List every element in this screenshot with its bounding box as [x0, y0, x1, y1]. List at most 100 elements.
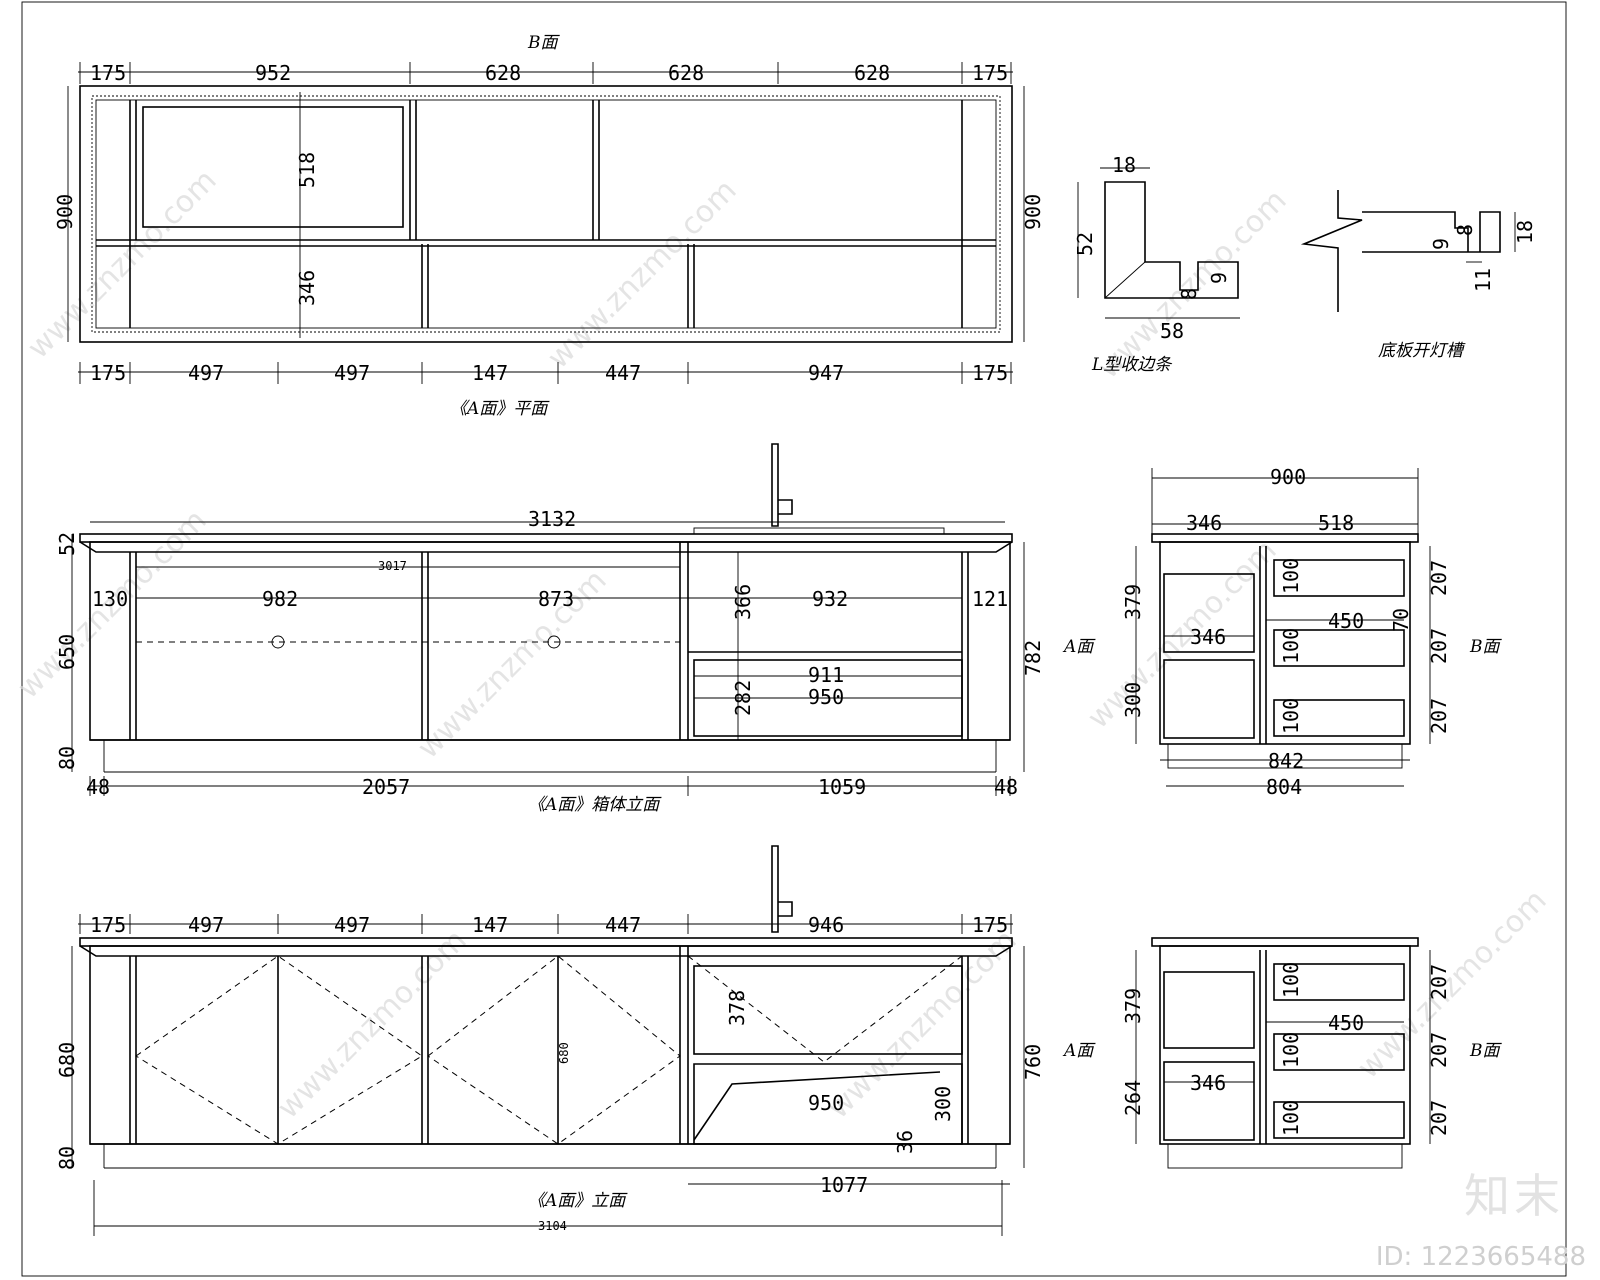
- front-elevation: 175 497 497 147 447 946 175 378 950 300 …: [55, 845, 1096, 1236]
- side1-518: 518: [1318, 511, 1354, 535]
- side2-207-b: 207: [1427, 1032, 1451, 1068]
- dim-346: 346: [295, 270, 319, 306]
- side2-drawer-3: 100: [1279, 1100, 1303, 1136]
- light-slot-caption: 底板开灯槽: [1378, 341, 1466, 361]
- side1-207-a: 207: [1427, 560, 1451, 596]
- dim-bot-5: 447: [605, 361, 641, 385]
- l-dim-8: 8: [1177, 288, 1201, 300]
- l-dim-58: 58: [1160, 319, 1184, 343]
- watermark-text: www.znzmo.com: [411, 563, 614, 766]
- dim-bot-7: 175: [972, 361, 1008, 385]
- front-760: 760: [1021, 1044, 1045, 1080]
- watermark-text: www.znzmo.com: [271, 923, 474, 1126]
- dim-518: 518: [295, 152, 319, 188]
- image-id-watermark: ID: 1223665488: [1375, 1242, 1586, 1272]
- slot-dim-9: 9: [1429, 238, 1453, 250]
- side1-drawer-1: 100: [1279, 558, 1303, 594]
- front-300: 300: [931, 1086, 955, 1122]
- dim-top-3: 628: [485, 61, 521, 85]
- dim-bot-1: 175: [90, 361, 126, 385]
- dim-bot-4: 147: [472, 361, 508, 385]
- plan-caption: 《A面》平面: [450, 399, 550, 419]
- dim-982: 982: [262, 587, 298, 611]
- l-dim-9: 9: [1207, 272, 1231, 284]
- watermark-text: www.znzmo.com: [21, 163, 224, 366]
- side2-264: 264: [1121, 1080, 1145, 1116]
- side2-450: 450: [1328, 1011, 1364, 1035]
- front-1077: 1077: [820, 1173, 868, 1197]
- side2-207-a: 207: [1427, 964, 1451, 1000]
- watermark-text: www.znzmo.com: [541, 173, 744, 376]
- side1-300: 300: [1121, 682, 1145, 718]
- l-strip-caption: L型收边条: [1091, 355, 1173, 375]
- front-top-5: 447: [605, 913, 641, 937]
- watermark-layer: www.znzmo.com www.znzmo.com www.znzmo.co…: [11, 163, 1554, 1126]
- dim-366: 366: [731, 584, 755, 620]
- slot-dim-11: 11: [1471, 268, 1495, 292]
- dim-932: 932: [812, 587, 848, 611]
- front-80: 80: [55, 1146, 79, 1170]
- a-face-label-2: A面: [1062, 1041, 1096, 1061]
- dim-1059: 1059: [818, 775, 866, 799]
- side2-drawer-2: 100: [1279, 1032, 1303, 1068]
- b-face-label-1: B面: [1469, 637, 1502, 657]
- watermark-text: www.znzmo.com: [1081, 533, 1284, 736]
- dim-52: 52: [55, 532, 79, 556]
- dim-900-right: 900: [1021, 194, 1045, 230]
- dim-873: 873: [538, 587, 574, 611]
- dim-80: 80: [55, 746, 79, 770]
- slot-dim-8: 8: [1453, 224, 1477, 236]
- light-slot-detail: 18 8 9 11 底板开灯槽: [1300, 190, 1537, 361]
- b-face-label-2: B面: [1469, 1041, 1502, 1061]
- front-3104: 3104: [538, 1219, 567, 1233]
- side1-drawer-3: 100: [1279, 698, 1303, 734]
- dim-bot-2: 497: [188, 361, 224, 385]
- side1-900: 900: [1270, 465, 1306, 489]
- side1-207-c: 207: [1427, 698, 1451, 734]
- side-section-1: 900 346 518 100 100 100 450 346 70 379 3…: [1121, 465, 1502, 799]
- side1-379: 379: [1121, 584, 1145, 620]
- dim-48-right: 48: [994, 775, 1018, 799]
- front-top-6: 946: [808, 913, 844, 937]
- l-dim-52: 52: [1073, 232, 1097, 256]
- front-door-680: 680: [557, 1042, 571, 1064]
- side1-346b: 346: [1190, 625, 1226, 649]
- front-950: 950: [808, 1091, 844, 1115]
- dim-121: 121: [972, 587, 1008, 611]
- side2-346: 346: [1190, 1071, 1226, 1095]
- dim-top-2: 952: [255, 61, 291, 85]
- dim-bot-6: 947: [808, 361, 844, 385]
- plan-outline: [79, 85, 1013, 343]
- slot-dim-18: 18: [1513, 220, 1537, 244]
- elev-total: 3132: [528, 507, 576, 531]
- dim-bot-3: 497: [334, 361, 370, 385]
- dim-782: 782: [1021, 640, 1045, 676]
- side2-drawer-1: 100: [1279, 962, 1303, 998]
- side1-450: 450: [1328, 609, 1364, 633]
- watermark-text: www.znzmo.com: [1351, 883, 1554, 1086]
- cabinet-elevation: 3132 3017 130 982 873 366 932 121: [55, 443, 1096, 815]
- brand-watermark: 知末: [1464, 1169, 1564, 1223]
- front-top-1: 175: [90, 913, 126, 937]
- dim-130: 130: [92, 587, 128, 611]
- dim-2057: 2057: [362, 775, 410, 799]
- front-36: 36: [893, 1130, 917, 1154]
- dim-top-6: 175: [972, 61, 1008, 85]
- dim-top-1: 175: [90, 61, 126, 85]
- sheet-frame: [21, 1, 1567, 1277]
- side-section-2: 100 100 100 450 346 379 264 207 207 207 …: [1121, 937, 1502, 1169]
- b-face-caption: B面: [527, 33, 560, 53]
- plan-view: B面 175 952 628 628 628 175: [53, 33, 1045, 419]
- dim-650: 650: [55, 634, 79, 670]
- l-dim-18: 18: [1112, 153, 1136, 177]
- cabinet-elev-caption: 《A面》箱体立面: [528, 795, 662, 815]
- front-top-7: 175: [972, 913, 1008, 937]
- side1-346: 346: [1186, 511, 1222, 535]
- dim-900-left: 900: [53, 194, 77, 230]
- dim-282: 282: [731, 680, 755, 716]
- front-680: 680: [55, 1042, 79, 1078]
- l-strip-detail: 18 52 58 9 8 L型收边条: [1073, 153, 1240, 375]
- dim-3017: 3017: [378, 559, 407, 573]
- side1-drawer-2: 100: [1279, 628, 1303, 664]
